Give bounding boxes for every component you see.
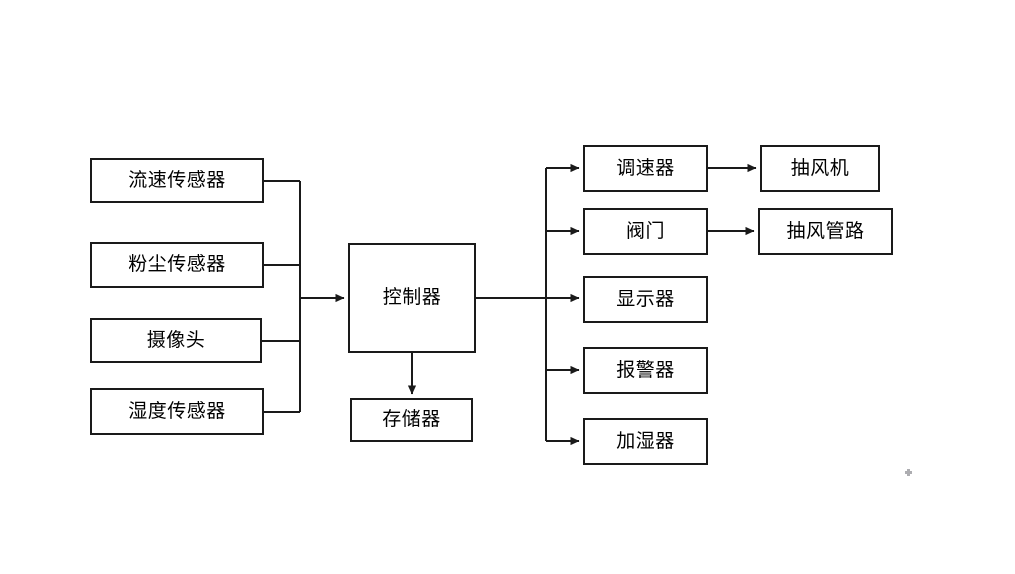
node-dust-sensor[interactable]: 粉尘传感器 xyxy=(90,242,264,288)
node-label: 加湿器 xyxy=(616,429,675,452)
node-exhaust-duct[interactable]: 抽风管路 xyxy=(758,208,893,255)
node-humidity-sensor[interactable]: 湿度传感器 xyxy=(90,388,264,435)
node-label: 湿度传感器 xyxy=(128,399,226,422)
node-label: 报警器 xyxy=(616,358,675,381)
node-label: 粉尘传感器 xyxy=(128,253,226,275)
node-label: 抽风机 xyxy=(790,156,850,179)
node-label: 存储器 xyxy=(382,408,441,430)
node-label: 抽风管路 xyxy=(786,219,865,242)
node-alarm[interactable]: 报警器 xyxy=(583,347,708,394)
stray-mark-icon xyxy=(905,469,912,476)
node-label: 显示器 xyxy=(616,287,675,310)
node-camera[interactable]: 摄像头 xyxy=(90,318,262,363)
node-humidifier[interactable]: 加湿器 xyxy=(583,418,708,465)
node-controller[interactable]: 控制器 xyxy=(348,243,476,353)
node-label: 摄像头 xyxy=(146,328,206,351)
node-label: 控制器 xyxy=(382,286,442,308)
node-speed-regulator[interactable]: 调速器 xyxy=(583,145,708,192)
node-storage[interactable]: 存储器 xyxy=(350,398,473,442)
node-label: 阀门 xyxy=(625,219,665,242)
node-display[interactable]: 显示器 xyxy=(583,276,708,323)
node-label: 流速传感器 xyxy=(128,168,226,191)
node-exhaust-fan[interactable]: 抽风机 xyxy=(760,145,880,192)
node-valve[interactable]: 阀门 xyxy=(583,208,708,255)
node-label: 调速器 xyxy=(616,156,675,179)
node-flow-sensor[interactable]: 流速传感器 xyxy=(90,158,264,203)
